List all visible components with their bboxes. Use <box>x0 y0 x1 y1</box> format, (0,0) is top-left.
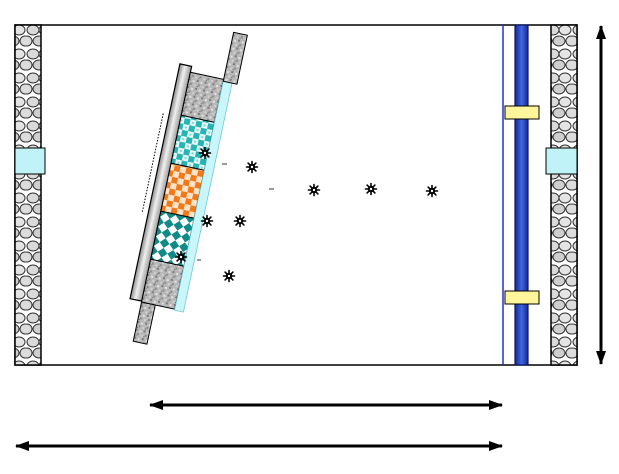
gear-particle-icon <box>245 160 259 174</box>
left-port <box>14 147 46 175</box>
gear-particle-icon <box>200 214 214 228</box>
gear-particle-icon <box>222 269 236 283</box>
dotted-guide <box>141 113 164 214</box>
gear-particle-icon <box>233 214 247 228</box>
top-rod <box>222 31 248 85</box>
gear-particle-icon <box>425 184 439 198</box>
blue-vertical-bar <box>514 24 529 366</box>
left-cobblestone-wall-icon <box>14 24 42 366</box>
gear-particle-icon <box>307 183 321 197</box>
gear-particle-icon <box>198 146 212 160</box>
gear-particle-icon <box>174 250 188 264</box>
upper-clamp <box>504 105 540 120</box>
particles <box>174 146 439 283</box>
right-cobblestone-wall-icon <box>550 24 578 366</box>
bottom-rod <box>132 301 156 345</box>
tilted-target-assembly <box>129 31 248 345</box>
chamber-outline <box>14 24 578 366</box>
gear-particle-icon <box>364 182 378 196</box>
lower-clamp <box>504 290 540 305</box>
right-port <box>545 147 578 175</box>
